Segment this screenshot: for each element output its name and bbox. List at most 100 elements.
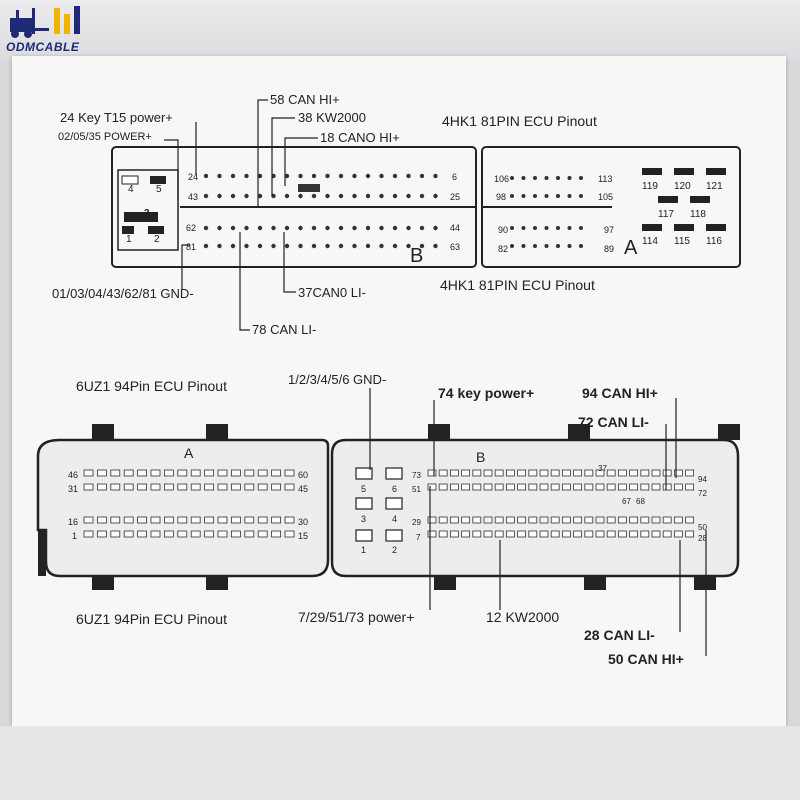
pin-dot: [365, 243, 371, 249]
pin-dot: [433, 173, 438, 179]
pin-slot: [449, 516, 459, 524]
background-top: [0, 0, 800, 60]
pin-number: 119: [642, 181, 658, 192]
pin-dot: [579, 194, 583, 198]
pin-slot: [257, 469, 268, 477]
connector-6uz1-b-power-pins: [355, 467, 403, 542]
pin-number: 81: [186, 242, 196, 252]
pin-slot: [584, 516, 594, 524]
pin-slot: [438, 469, 448, 477]
connector-6uz1-b-power-pin-numbers: 5 6 3 4 1 2: [361, 484, 397, 555]
pin-slot: [204, 483, 215, 491]
pin-slot: [618, 483, 627, 491]
pin-slot: [110, 530, 121, 538]
pin-slot: [137, 516, 148, 524]
connector-6uz1-b-letter: B: [476, 449, 485, 465]
label-24-key: 24 Key T15 power+: [60, 110, 173, 125]
pin-slot: [271, 469, 282, 477]
pin-dot: [271, 225, 276, 231]
pin-dot: [257, 193, 263, 199]
pin-dot: [352, 225, 357, 231]
pin-slot: [83, 483, 94, 491]
pin-slot: [190, 516, 201, 524]
pin-slot: [685, 530, 694, 538]
pin-slot: [150, 483, 161, 491]
pin-slot: [438, 530, 448, 538]
pin-dot: [365, 225, 371, 231]
pin-dot: [271, 243, 276, 249]
pin-slot: [674, 469, 683, 477]
label-gnd-4hk1: 01/03/04/43/62/81 GND-: [52, 286, 194, 301]
connector-a-large-pin-numbers: 119 120 121 117 118 114 115 116: [642, 181, 723, 247]
pin-slot: [494, 483, 504, 491]
pin-slot: [472, 516, 482, 524]
pin-slot: [230, 469, 241, 477]
pin-dot: [311, 173, 317, 179]
pin-dot: [203, 173, 209, 179]
pin-slot: [163, 469, 174, 477]
pin-slot: [651, 516, 661, 524]
instruction-card: [12, 56, 786, 726]
pin-dot: [325, 243, 330, 249]
connector-6uz1-a-letter: A: [184, 445, 194, 461]
pin-number: 37: [598, 464, 607, 473]
pin-slot: [674, 516, 683, 524]
pin-slot: [123, 483, 134, 491]
pin-number: 120: [674, 181, 691, 192]
pin-dot: [392, 193, 398, 199]
pin-slot: [606, 469, 616, 477]
label-power-6uz1: 7/29/51/73 power+: [298, 609, 414, 625]
pin-dot: [556, 194, 560, 198]
pin-slot: [284, 483, 295, 491]
pin-slot: [449, 530, 459, 538]
forklift-logo-icon: [10, 6, 80, 38]
label-50-can-hi: 50 CAN HI+: [608, 651, 684, 667]
pin-dot: [544, 226, 549, 230]
pin-slot: [494, 516, 504, 524]
relay-pin-label: 2: [154, 234, 160, 245]
pin-dot: [579, 176, 583, 180]
pin-number: 25: [450, 192, 460, 202]
pin-slot: [550, 483, 560, 491]
pin-slot: [163, 483, 174, 491]
pin-slot: [528, 469, 538, 477]
pin-slot: [97, 516, 107, 524]
pin-dot: [217, 173, 222, 179]
pin-slot: [685, 483, 694, 491]
pin-dot: [521, 176, 526, 180]
pin-dot: [311, 243, 317, 249]
pin-dot: [556, 176, 560, 180]
pin-dot: [544, 194, 549, 198]
brand-logo-text: ODMCABLE: [6, 40, 80, 54]
pin-dot: [203, 193, 209, 199]
pin-slot: [461, 530, 471, 538]
relay-pin-label: 3: [144, 208, 150, 219]
pin-dot: [392, 225, 398, 231]
pin-slot: [177, 516, 188, 524]
connector-b-pin-numbers: 24 6 43 25 62 44 81 63: [186, 172, 460, 252]
label-12-kw2000: 12 KW2000: [486, 609, 559, 625]
pin-slot: [204, 469, 215, 477]
pin-slot: [483, 483, 493, 491]
pin-slot: [595, 483, 605, 491]
pin-slot: [539, 530, 549, 538]
connector-a-large-pins: [642, 168, 726, 231]
pin-number: 117: [658, 209, 674, 220]
pin-number: 28: [698, 534, 707, 543]
pin-slot: [662, 530, 672, 538]
pin-slot: [584, 469, 594, 477]
pin-slot: [662, 469, 672, 477]
pin-slot: [97, 469, 107, 477]
pin-dot: [244, 243, 249, 249]
pin-number: 118: [690, 209, 706, 220]
pin-slot: [257, 516, 268, 524]
pin-dot: [544, 244, 549, 248]
pin-slot: [230, 530, 241, 538]
pin-dot: [379, 173, 384, 179]
pin-dot: [338, 173, 344, 179]
pin-number: 82: [498, 244, 508, 254]
pin-slot: [674, 530, 683, 538]
pin-dot: [510, 176, 514, 180]
pin-dot: [392, 243, 398, 249]
